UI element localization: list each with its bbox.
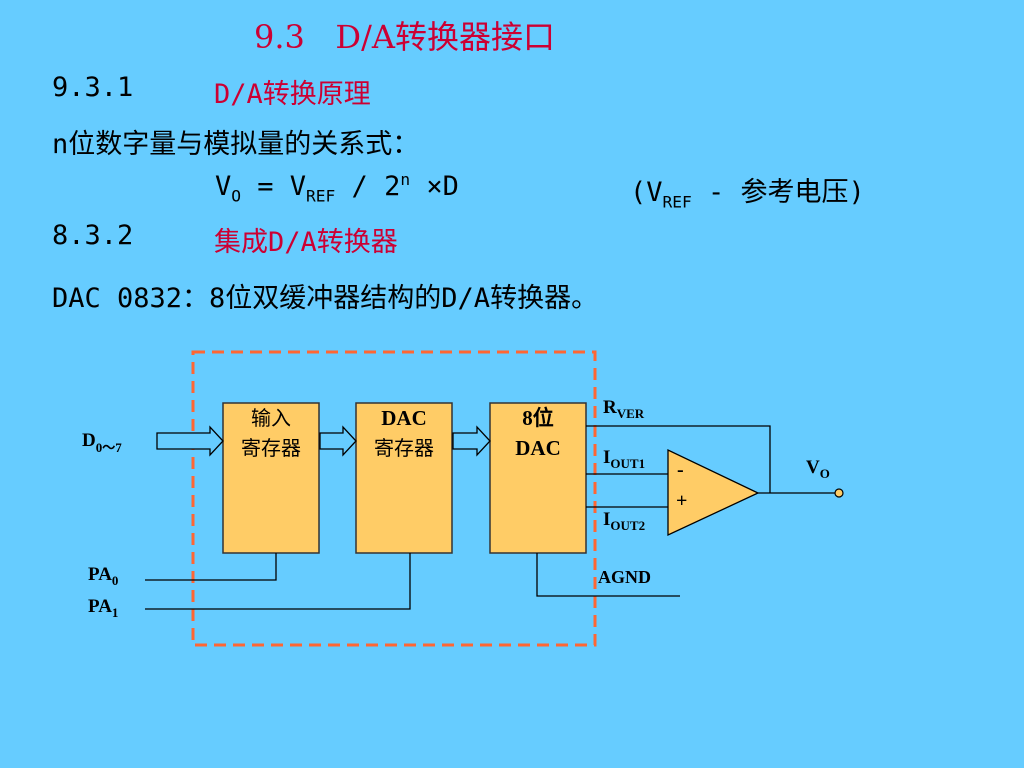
section2-heading: 8.3.2 集成D/A转换器 [52, 220, 398, 258]
input-bus-arrow [156, 425, 224, 457]
box3-line1: 8位 [522, 406, 554, 430]
section1-heading: 9.3.1 D/A转换原理 [52, 72, 371, 110]
note-sub: REF [662, 192, 692, 212]
title-number: 9.3 [254, 18, 305, 56]
box3-line2: DAC [515, 436, 561, 460]
section1-title: D/A转换原理 [214, 79, 371, 110]
rver-label: RVER [603, 397, 645, 421]
dac-description: DAC 0832：8位双缓冲器结构的D/A转换器。 [52, 283, 599, 314]
formula-exp: n [400, 170, 411, 189]
section2-number: 8.3.2 [52, 220, 134, 251]
op-amp-triangle [667, 448, 760, 537]
formula-div: / 2 [335, 171, 401, 202]
bus-arrow-1 [319, 425, 357, 457]
box2-line1: DAC [381, 406, 427, 430]
op-amp-plus: + [676, 490, 687, 512]
chip-outline [191, 350, 597, 647]
box1-line1: 输入 [251, 406, 291, 430]
section2-title: 集成D/A转换器 [214, 227, 398, 258]
section1-number: 9.3.1 [52, 72, 134, 103]
relation-text: n位数字量与模拟量的关系式： [52, 129, 420, 160]
iout2-label: IOUT2 [603, 509, 645, 533]
dac-register-box [355, 402, 453, 554]
page-title: 9.3 D/A转换器接口 [254, 12, 555, 58]
pa0-label: PA0 [88, 564, 118, 588]
formula-eq: = V [241, 171, 307, 202]
agnd-wire [536, 553, 680, 597]
pa0-wire [145, 553, 277, 581]
iout1-label: IOUT1 [603, 447, 645, 471]
note-open: (V [630, 177, 663, 208]
pa1-label: PA1 [88, 596, 118, 620]
bus-arrow-2 [452, 425, 491, 457]
formula-times: ×D [410, 171, 459, 202]
op-amp-minus: - [677, 459, 684, 481]
box2-line2: 寄存器 [374, 436, 434, 460]
formula-vo: V [215, 171, 232, 202]
title-text: D/A转换器接口 [335, 18, 555, 56]
agnd-label: AGND [598, 567, 651, 587]
input-register-box [222, 402, 320, 554]
box1-line2: 寄存器 [241, 436, 301, 460]
output-terminal [834, 488, 844, 498]
formula-note: (VREF - 参考电压) [630, 170, 865, 211]
input-label: D0～7 [82, 430, 122, 455]
vo-label: VO [806, 457, 830, 481]
rver-feedback-wire [586, 425, 771, 493]
dac8-box [489, 402, 587, 554]
pa1-wire [145, 553, 411, 610]
formula: VO = VREF / 2n ×D [215, 170, 459, 205]
formula-vref-sub: REF [306, 186, 336, 206]
note-rest: - 参考电压) [691, 177, 865, 208]
formula-vo-sub: O [231, 186, 242, 206]
